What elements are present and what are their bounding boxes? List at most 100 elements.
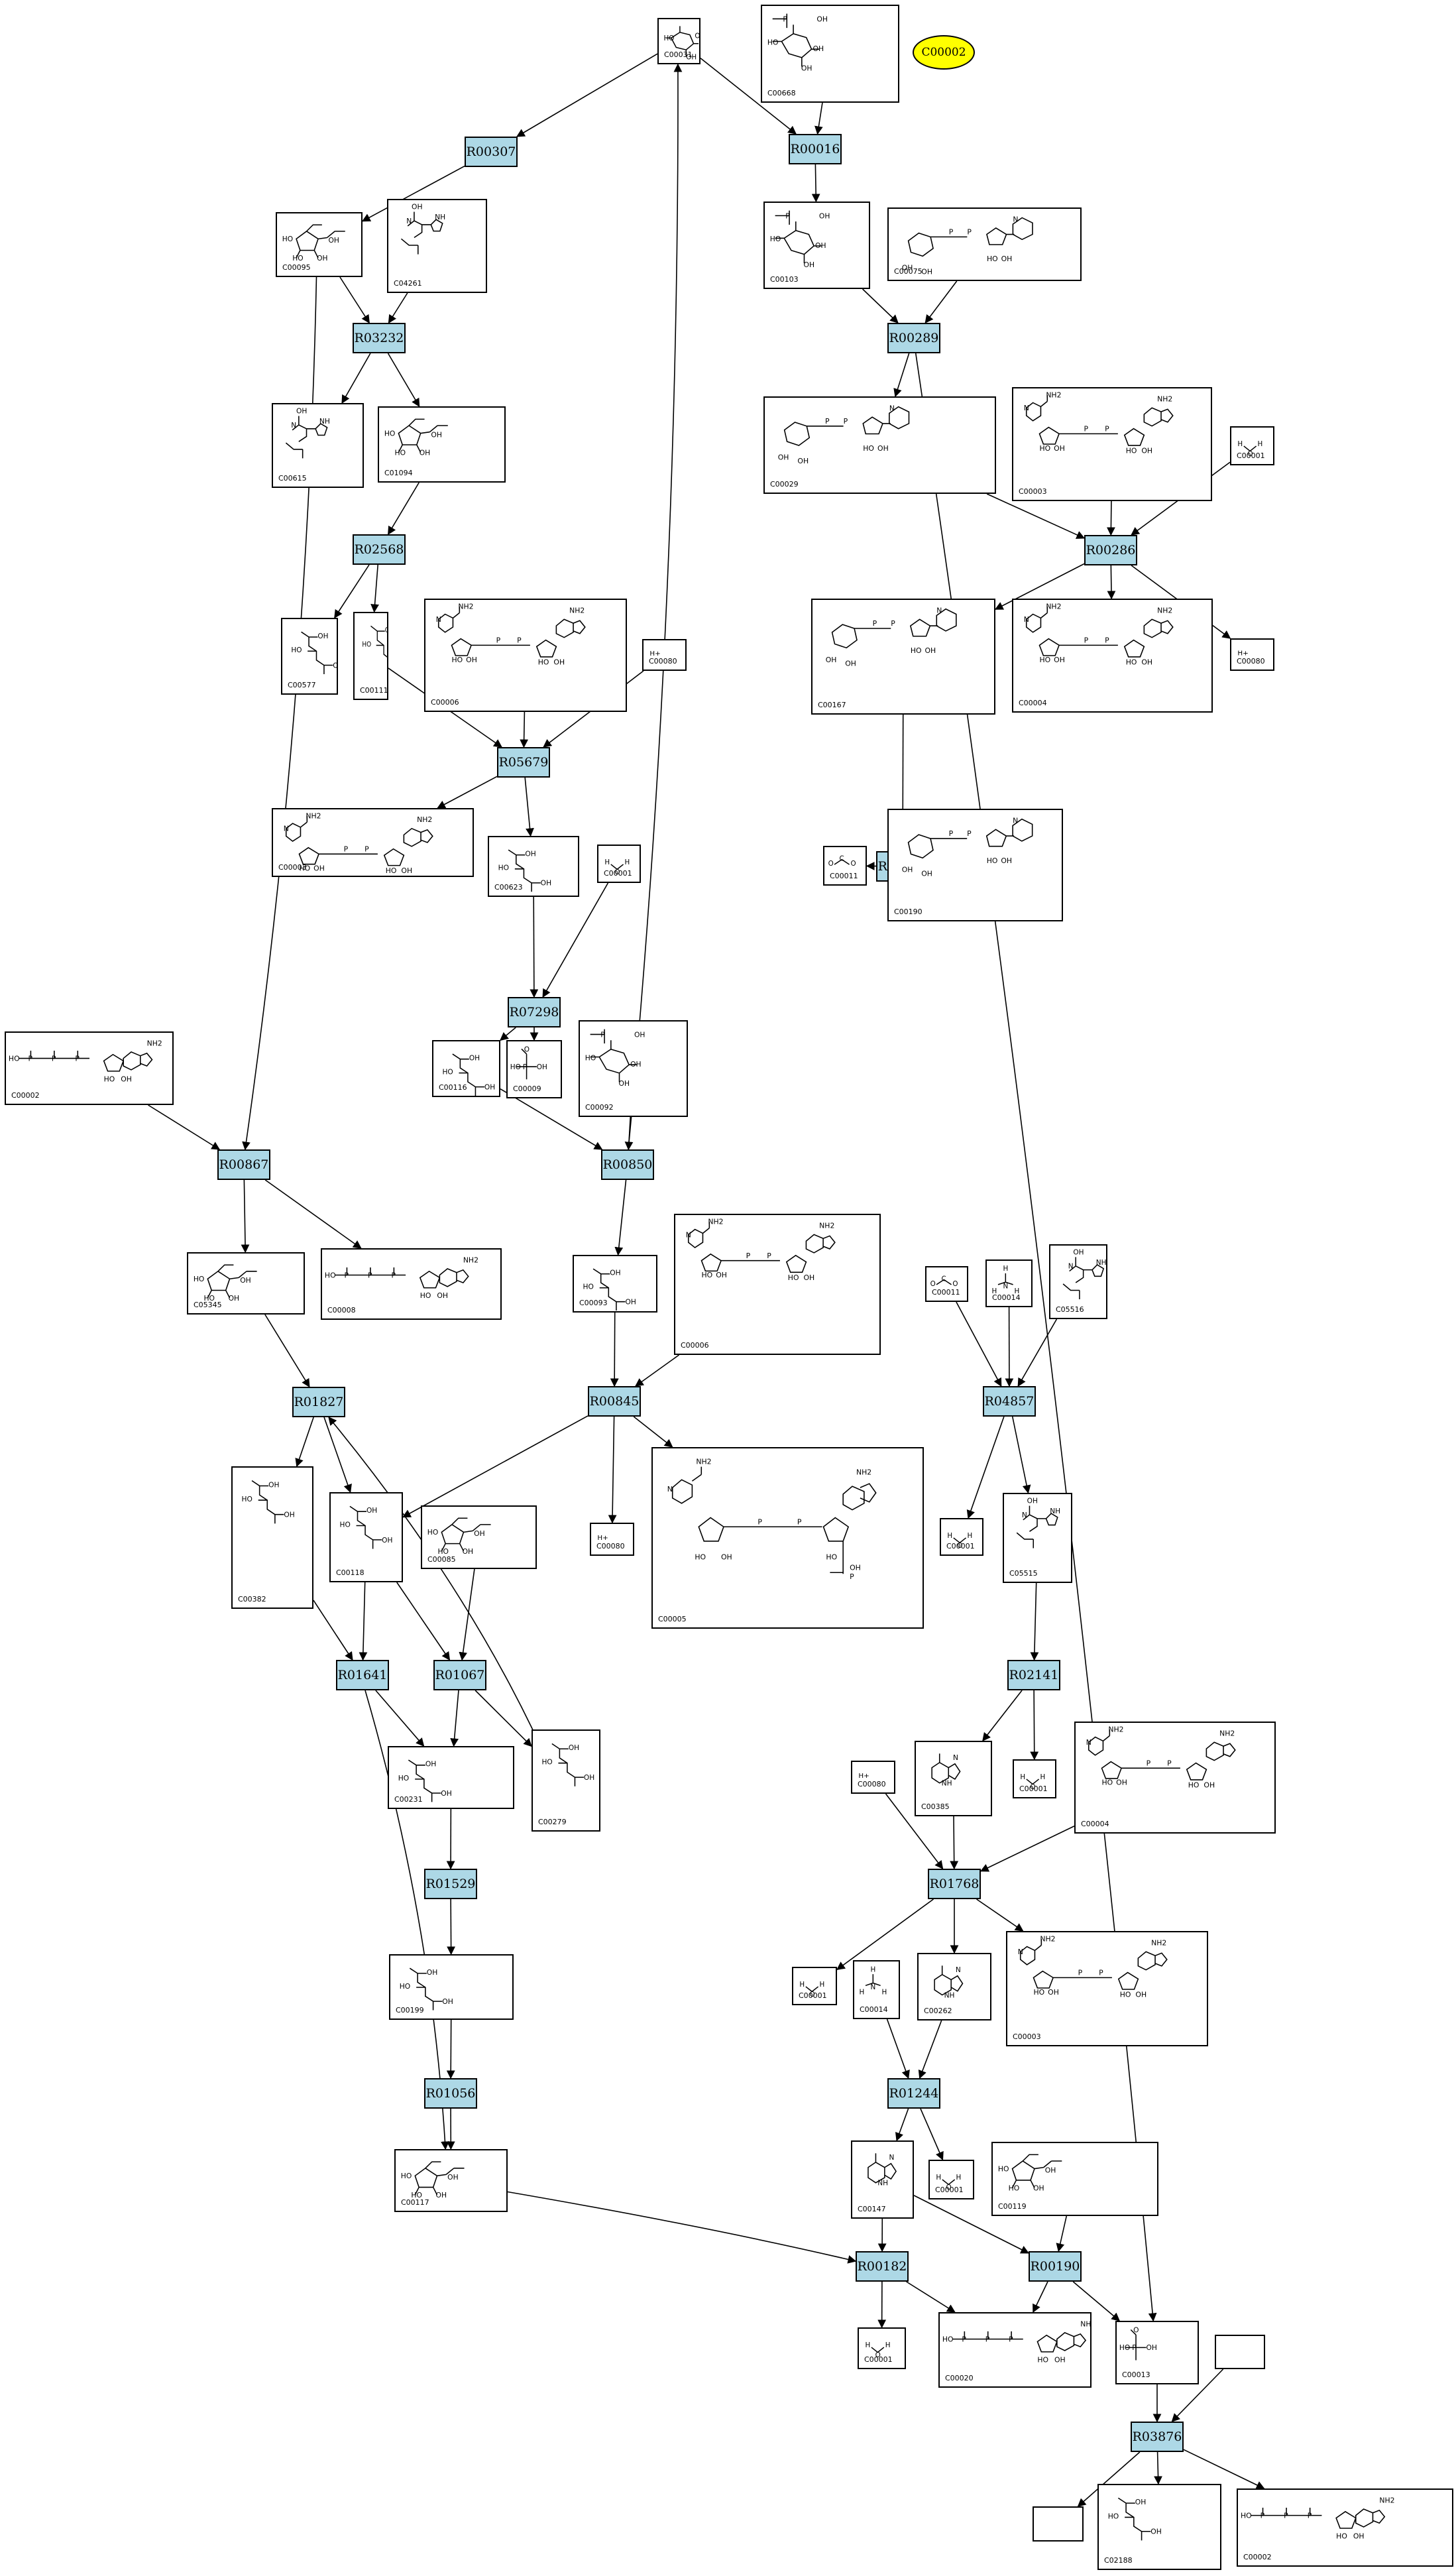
reaction-node-r00867[interactable]: R00867 [217, 1149, 270, 1180]
compound-node-c00111[interactable]: OHHOOHC00111 [353, 612, 388, 700]
compound-node-unlabeled[interactable] [1215, 2335, 1265, 2369]
compound-node-c00080[interactable]: H+C00080 [851, 1761, 895, 1794]
svg-text:OH: OH [436, 2191, 447, 2199]
reaction-node-r00850[interactable]: R00850 [601, 1149, 654, 1180]
reaction-node-r00190[interactable]: R00190 [1029, 2251, 1082, 2282]
compound-node-c00031[interactable]: HOOHOHC00031 [657, 18, 700, 64]
reaction-node-r00182[interactable]: R00182 [856, 2251, 909, 2282]
reaction-node-r00016[interactable]: R00016 [789, 134, 842, 164]
reaction-node-r07298[interactable]: R07298 [508, 997, 561, 1027]
reaction-node-r00307[interactable]: R00307 [465, 137, 518, 167]
svg-text:P: P [891, 619, 895, 628]
reaction-node-r03876[interactable]: R03876 [1131, 2422, 1184, 2452]
highlight-compound-node[interactable]: C00002 [913, 35, 975, 70]
reaction-node-r04857[interactable]: R04857 [983, 1386, 1036, 1417]
reaction-node-r00289[interactable]: R00289 [887, 323, 940, 353]
reaction-node-r01529[interactable]: R01529 [424, 1869, 477, 1899]
svg-text:P: P [949, 228, 954, 237]
svg-text:P: P [783, 15, 787, 23]
reaction-node-r05679[interactable]: R05679 [497, 747, 550, 778]
compound-id-label: C00623 [494, 883, 523, 892]
reaction-node-r02568[interactable]: R02568 [353, 534, 406, 565]
svg-text:OH: OH [366, 1506, 377, 1515]
reaction-node-r01067[interactable]: R01067 [433, 1660, 486, 1690]
reaction-node-r01641[interactable]: R01641 [336, 1660, 389, 1690]
reaction-node-r01827[interactable]: R01827 [292, 1387, 345, 1417]
compound-node-c00080[interactable]: H+C00080 [590, 1523, 634, 1556]
svg-text:NH: NH [1050, 1507, 1060, 1515]
svg-text:OH: OH [401, 866, 412, 875]
reaction-node-r03232[interactable]: R03232 [353, 323, 406, 353]
reaction-node-r00286[interactable]: R00286 [1084, 535, 1137, 565]
compound-node-c00577[interactable]: OHHOOHC00577 [281, 618, 338, 695]
reaction-node-r01244[interactable]: R01244 [887, 2078, 940, 2109]
reaction-node-r00845[interactable]: R00845 [588, 1386, 641, 1417]
reaction-node-r02141[interactable]: R02141 [1007, 1660, 1060, 1690]
reaction-node-r01056[interactable]: R01056 [424, 2078, 477, 2109]
compound-node-c00080[interactable]: H+C00080 [642, 639, 687, 671]
compound-node-c00020[interactable]: HOPPPHOOHNH2C00020 [938, 2312, 1092, 2388]
svg-text:H+: H+ [649, 650, 660, 658]
svg-text:N: N [1068, 1263, 1074, 1271]
svg-text:P: P [28, 1055, 32, 1063]
reaction-node-r01768[interactable]: R01768 [928, 1869, 981, 1899]
compound-node-unlabeled[interactable] [1033, 2506, 1084, 2542]
compound-node-c00080[interactable]: H+C00080 [1230, 638, 1274, 671]
